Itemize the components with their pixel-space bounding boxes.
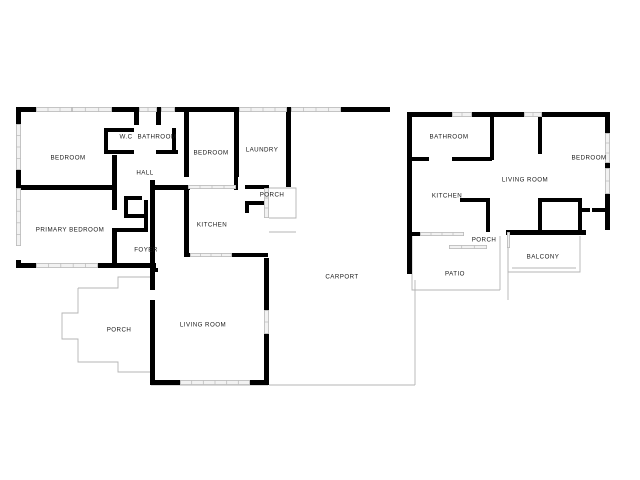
wall-segment	[264, 258, 269, 274]
wall-segment	[156, 107, 161, 125]
window-frame	[36, 107, 73, 113]
window-frame	[448, 244, 487, 249]
wall-segment	[104, 150, 134, 154]
wall-segment	[592, 208, 610, 212]
wall-segment	[490, 112, 494, 160]
wall-segment	[234, 170, 238, 190]
wall-segment	[16, 107, 21, 125]
wall-segment	[150, 206, 155, 266]
wall-segment	[245, 201, 269, 205]
window-layer	[15, 107, 611, 385]
wall-segment	[540, 112, 610, 117]
wall-segment	[112, 228, 117, 266]
wall-segment	[234, 107, 239, 177]
window-frame	[15, 187, 21, 246]
wall-segment	[104, 128, 134, 132]
wall-segment	[16, 185, 116, 190]
wall-segment	[150, 380, 180, 385]
wall-segment	[112, 185, 117, 210]
wall-segment	[605, 205, 610, 230]
window-frame	[72, 107, 113, 113]
wall-segment	[156, 150, 178, 154]
wall-segment	[144, 200, 148, 232]
wall-segment	[150, 185, 190, 190]
wall-segment	[116, 228, 148, 232]
wall-segment	[452, 157, 492, 161]
wall-segment	[460, 198, 490, 202]
window-frame	[160, 107, 175, 113]
wall-segment	[506, 230, 586, 235]
wall-segment	[407, 157, 429, 161]
wall-segment	[578, 198, 582, 234]
wall-segment	[245, 185, 269, 189]
window-frame	[605, 132, 611, 163]
wall-segment	[124, 214, 148, 218]
wall-segment	[245, 201, 249, 213]
porch-center-outline	[269, 187, 297, 219]
wall-segment	[134, 107, 139, 125]
wall-segment	[230, 253, 268, 257]
wall-segment	[184, 185, 189, 255]
wall-segment	[538, 112, 542, 154]
wall-segment	[150, 300, 155, 385]
wall-segment	[264, 330, 269, 385]
wall-segment	[470, 112, 525, 117]
wall-segment	[486, 198, 490, 232]
wall-segment	[16, 168, 21, 190]
wall-segment	[407, 112, 452, 117]
wall-segment	[16, 263, 36, 268]
wall-segment	[124, 196, 128, 218]
wall-segment	[98, 263, 156, 268]
wall-segment	[407, 112, 412, 232]
porch-left-outline-2	[61, 288, 151, 373]
wall-segment	[407, 232, 412, 274]
wall-segment	[172, 107, 234, 112]
window-frame	[506, 231, 510, 248]
wall-segment	[110, 107, 135, 112]
wall-segment	[340, 107, 390, 112]
porch-left-outline	[78, 276, 151, 289]
wall-segment	[538, 198, 582, 202]
wall-segment	[578, 208, 590, 212]
wall-segment	[248, 380, 268, 385]
wall-segment	[286, 107, 291, 187]
wall-segment	[184, 107, 189, 177]
wall-segment	[150, 180, 155, 210]
window-frame	[263, 187, 269, 218]
wall-segment	[172, 128, 176, 154]
wall-segment	[112, 155, 117, 190]
wall-segment	[150, 268, 155, 290]
wall-segment	[104, 128, 108, 154]
window-frame	[36, 262, 99, 268]
wall-segment	[538, 198, 542, 232]
wall-segment	[264, 268, 269, 313]
wall-segment	[124, 196, 142, 200]
